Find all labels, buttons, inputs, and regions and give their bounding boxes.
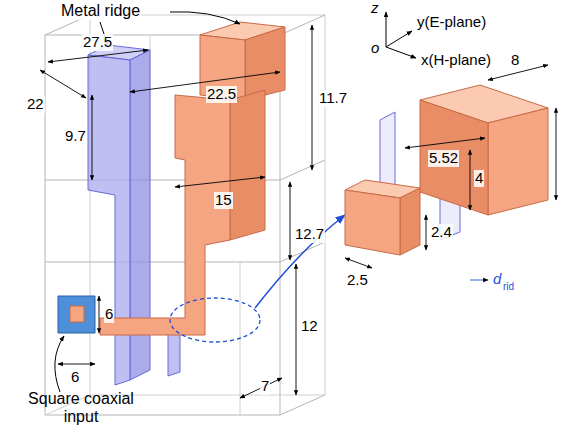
dimension-value: 12.7 [294,226,325,243]
dimension-value: 6 [104,306,114,323]
inset-ridge [345,85,548,255]
axis-label: z [370,0,380,17]
dimension-value: 8 [510,52,520,69]
dimension-value: 5.52 [428,150,459,167]
dimension-value: 27.5 [82,34,113,51]
orange-ridge [100,22,285,335]
dimension-value: 7 [260,378,270,395]
dimension-subscript: rid [502,281,515,292]
dimension-lines [40,25,312,398]
dimension-value: 6 [70,369,80,386]
axis-label: x(H-plane) [420,52,492,69]
axis-label: y(E-plane) [416,14,487,31]
detail-circle [170,298,260,342]
dimension-value: 4 [474,170,484,187]
inset-dimension-lines [345,65,556,280]
axis-label: o [370,40,380,57]
dimension-value: 9.7 [64,128,87,145]
coaxial-input [58,296,95,333]
axes [386,12,416,58]
detail-arrow [255,215,345,308]
housing-outline [45,15,325,415]
dimension-value: 2.5 [346,272,369,289]
dimension-symbol: d [492,271,502,288]
dimension-value: 11.7 [318,90,348,107]
dimension-value: 22 [26,96,45,113]
part-name: Metal ridge [60,2,141,20]
dimension-value: 15 [214,192,233,209]
part-name: Square coaxial input [14,390,148,425]
dimension-value: 12 [300,318,319,335]
dimension-value: 22.5 [206,86,237,103]
dimension-value: 2.4 [430,224,453,241]
leader-lines [55,12,240,392]
